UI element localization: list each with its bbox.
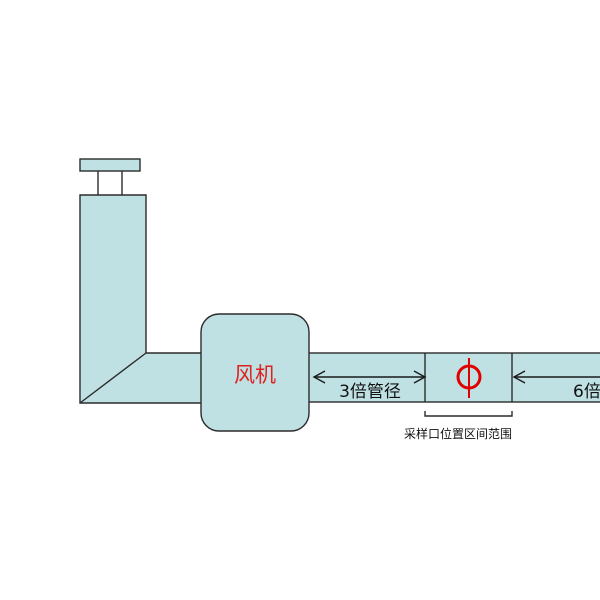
fan-label: 风机 [234, 363, 276, 387]
upstream-arrowhead-right [413, 370, 427, 384]
fan-box [200, 313, 310, 432]
downstream-label-bg [568, 379, 600, 401]
sampling-zone-bracket [424, 411, 513, 417]
elbow-diagonal [79, 352, 147, 404]
stack-and-inlet-duct [79, 194, 206, 404]
downstream-distance-label: 6倍 [573, 382, 600, 402]
upstream-arrowhead-left [312, 370, 326, 384]
downstream-arrowhead-left [512, 370, 526, 384]
upstream-label-bg [330, 379, 410, 401]
sampling-zone-label: 采样口位置区间范围 [404, 426, 512, 441]
upstream-distance-label: 3倍管径 [339, 382, 401, 402]
stack-cap [79, 158, 141, 172]
